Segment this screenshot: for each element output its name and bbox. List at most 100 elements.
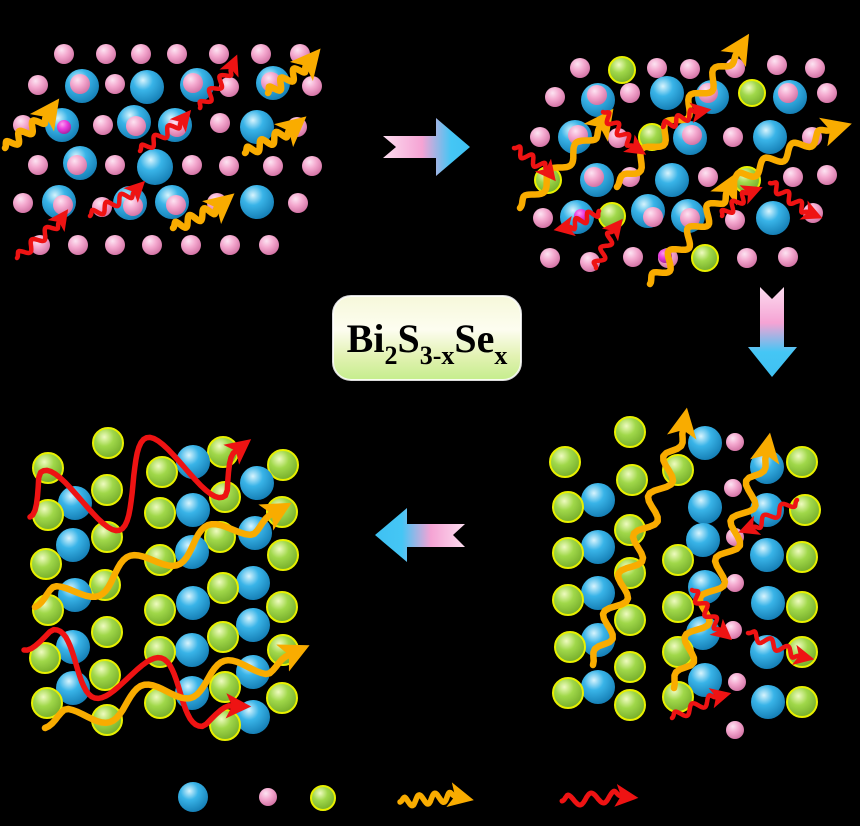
se-atom <box>92 427 124 459</box>
se-atom <box>267 449 299 481</box>
se-atom <box>616 464 648 496</box>
bi-atom <box>240 110 274 144</box>
phonon-scattering-arrow <box>87 180 146 219</box>
se-atom <box>662 544 694 576</box>
se-atom <box>552 677 584 709</box>
s-atom <box>96 44 116 64</box>
s-atom <box>726 574 744 592</box>
bi-atom <box>176 493 210 527</box>
se-atom <box>207 621 239 653</box>
s-atom <box>259 235 279 255</box>
se-atom <box>786 686 818 718</box>
se-atom <box>552 584 584 616</box>
s-atom <box>288 193 308 213</box>
s-atom <box>623 247 643 267</box>
phonon-scattering-arrow <box>553 208 602 237</box>
s-atom <box>167 44 187 64</box>
s-atom <box>767 55 787 75</box>
bi-atom <box>655 163 689 197</box>
se-atom <box>614 651 646 683</box>
bi-atom <box>753 120 787 154</box>
se-atom <box>209 671 241 703</box>
bi-atom <box>581 623 615 657</box>
electron-transport-arrow <box>589 407 697 669</box>
se-atom <box>786 541 818 573</box>
se-atom <box>786 446 818 478</box>
se-atom <box>267 539 299 571</box>
s-atom <box>67 155 87 175</box>
bi-atom <box>240 185 274 219</box>
se-atom <box>31 687 63 719</box>
step1-right-arrow <box>383 118 470 176</box>
electron-transport-arrow <box>1 98 60 152</box>
legend-se-atom <box>310 785 336 811</box>
se-atom <box>91 616 123 648</box>
s-atom <box>805 58 825 78</box>
s-atom <box>209 44 229 64</box>
formula-text: Bi2S3-xSex <box>347 316 508 370</box>
s-atom <box>545 87 565 107</box>
s-atom <box>290 44 310 64</box>
bi-atom <box>756 201 790 235</box>
phonon-scattering-arrow <box>660 102 712 130</box>
step2-down-arrow <box>748 287 797 377</box>
se-atom <box>552 491 584 523</box>
electron-transport-arrow <box>728 117 852 186</box>
s-atom <box>93 115 113 135</box>
s-atom <box>105 74 125 94</box>
s-atom <box>182 155 202 175</box>
bi-atom <box>751 685 785 719</box>
s-atom <box>698 167 718 187</box>
bi-atom <box>176 586 210 620</box>
phonon-scattering-arrow <box>27 434 252 534</box>
panel-alloy-lattice <box>21 427 310 741</box>
se-atom <box>266 591 298 623</box>
s-atom <box>778 247 798 267</box>
s-atom <box>726 433 744 451</box>
s-atom <box>584 167 604 187</box>
se-atom <box>29 642 61 674</box>
phonon-scattering-arrow <box>600 109 647 155</box>
bi-atom <box>58 486 92 520</box>
se-atom <box>554 631 586 663</box>
phonon-scattering-arrow <box>745 629 815 666</box>
se-atom <box>207 572 239 604</box>
s-atom <box>302 156 322 176</box>
se-atom <box>691 244 719 272</box>
panel-pristine-bi2s3-lattice <box>1 44 322 261</box>
se-atom <box>598 202 626 230</box>
s-atom <box>302 76 322 96</box>
step3-left-arrow <box>375 508 465 562</box>
s-atom <box>126 116 146 136</box>
se-atom <box>32 594 64 626</box>
bi-atom <box>688 490 722 524</box>
s-atom <box>726 721 744 739</box>
s-atom <box>53 195 73 215</box>
s-atom <box>166 195 186 215</box>
s-atom <box>682 125 702 145</box>
s-atom <box>131 44 151 64</box>
bi-atom <box>688 426 722 460</box>
se-atom <box>608 56 636 84</box>
se-atom <box>30 548 62 580</box>
legend-s-atom <box>259 788 277 806</box>
s-atom <box>210 113 230 133</box>
bi-atom <box>56 528 90 562</box>
bi-atom <box>236 608 270 642</box>
bi-atom <box>236 566 270 600</box>
se-atom <box>144 497 176 529</box>
process-flow-arrows <box>375 118 797 562</box>
s-atom <box>219 77 239 97</box>
s-atom <box>28 75 48 95</box>
electron-transport-arrow <box>670 432 780 692</box>
s-atom <box>724 479 742 497</box>
panel-ordered-se-lattice <box>549 407 821 739</box>
s-atom <box>817 165 837 185</box>
phonon-scattering-arrow <box>14 209 69 261</box>
phonon-scattering-arrow <box>197 54 239 111</box>
electron-transport-arrow <box>264 48 321 97</box>
bi-atom <box>686 523 720 557</box>
phonon-scattering-arrow <box>738 497 800 535</box>
